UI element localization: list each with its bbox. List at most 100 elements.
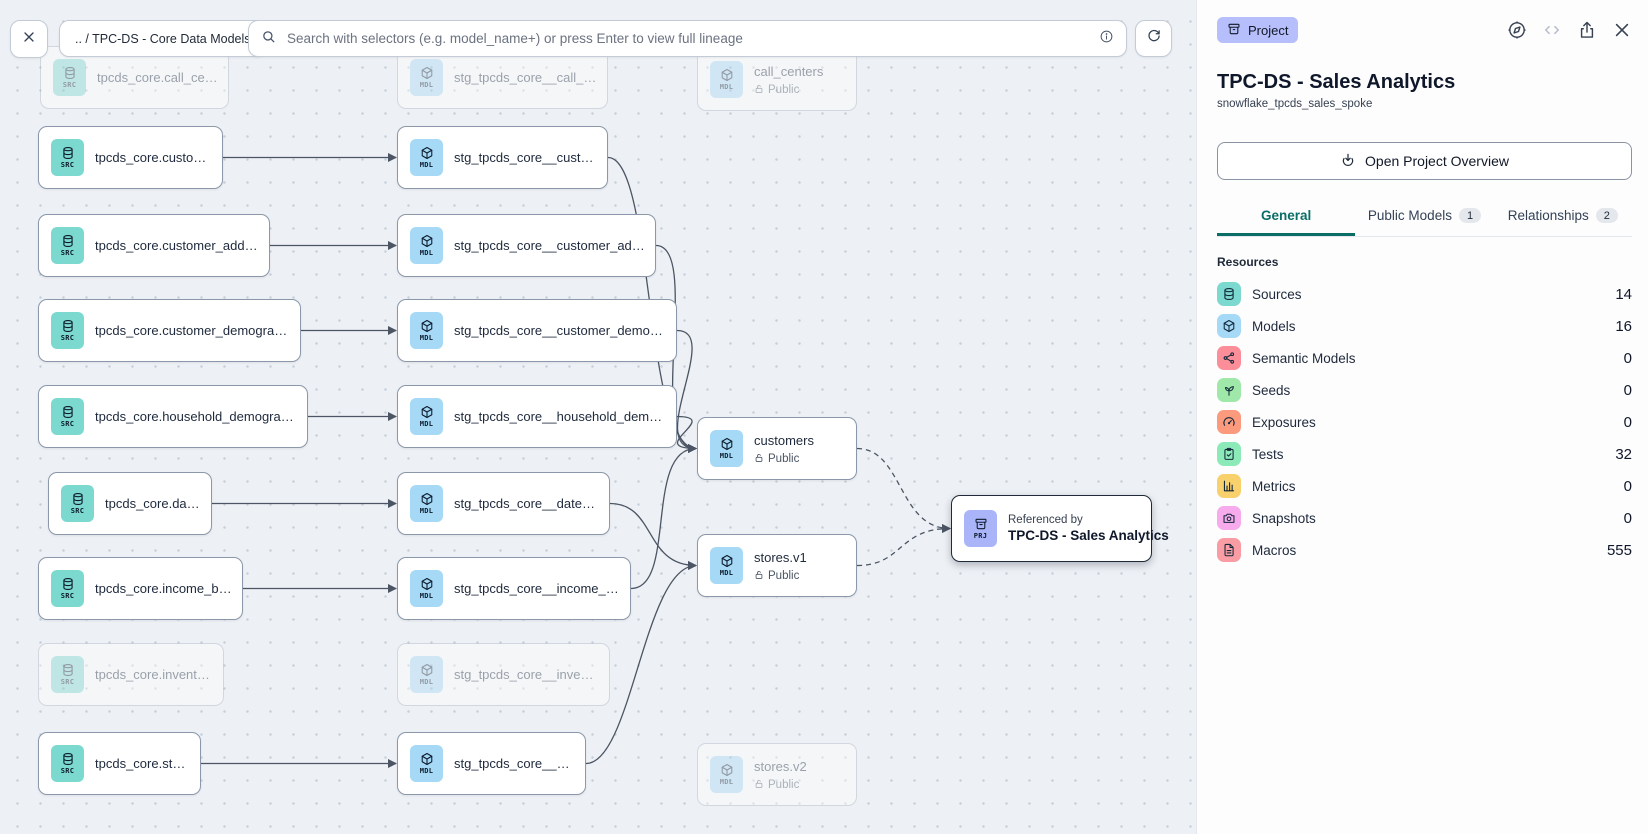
- resource-name: Exposures: [1252, 414, 1316, 430]
- database-icon: SRC: [51, 570, 84, 607]
- cube-icon: MDL: [710, 547, 743, 584]
- lineage-node-src-customer[interactable]: SRC tpcds_core.customer: [38, 126, 223, 189]
- resource-row-exposures[interactable]: Exposures 0: [1217, 406, 1632, 438]
- open-project-overview-button[interactable]: Open Project Overview: [1217, 142, 1632, 180]
- node-label: stg_tpcds_core__customer_demogra…: [454, 323, 666, 338]
- info-icon[interactable]: [1099, 29, 1114, 49]
- lock-open-icon: [754, 779, 764, 792]
- resource-row-macros[interactable]: Macros 555: [1217, 534, 1632, 566]
- resource-count: 16: [1615, 317, 1632, 335]
- node-label: stg_tpcds_core__household_demogr…: [454, 409, 666, 424]
- cube-icon: MDL: [410, 312, 443, 349]
- lock-open-icon: [754, 84, 764, 97]
- bar-chart-icon: [1217, 474, 1241, 498]
- lineage-node-stg-inventory[interactable]: MDL stg_tpcds_core__inventory: [397, 643, 610, 706]
- archive-box-icon: PRJ: [964, 510, 997, 547]
- node-label: tpcds_core.customer: [95, 150, 212, 165]
- refresh-lineage-button[interactable]: [1135, 20, 1172, 57]
- node-label: tpcds_core.inventory: [95, 667, 213, 682]
- node-label: tpcds_core.income_band: [95, 581, 232, 596]
- file-text-icon: [1217, 538, 1241, 562]
- lineage-node-src-date-dim[interactable]: SRC tpcds_core.date_dim: [48, 472, 212, 535]
- resource-count: 0: [1623, 413, 1632, 431]
- compass-icon[interactable]: [1507, 20, 1527, 40]
- database-icon: SRC: [51, 745, 84, 782]
- cube-icon: MDL: [410, 59, 443, 96]
- cube-icon: MDL: [710, 430, 743, 467]
- tab-count-badge: 2: [1595, 208, 1618, 223]
- breadcrumb-label: .. / TPC-DS - Core Data Models: [75, 31, 251, 46]
- database-icon: SRC: [51, 312, 84, 349]
- resource-name: Tests: [1252, 446, 1284, 462]
- lineage-node-stg-customer-demographics[interactable]: MDL stg_tpcds_core__customer_demogra…: [397, 299, 677, 362]
- tab-relationships[interactable]: Relationships 2: [1494, 198, 1632, 236]
- close-lineage-button[interactable]: [10, 20, 48, 58]
- lineage-edge: [856, 523, 952, 567]
- lineage-node-src-inventory[interactable]: SRC tpcds_core.inventory: [38, 643, 224, 706]
- resource-count: 0: [1623, 509, 1632, 527]
- project-schema-subtitle: snowflake_tpcds_sales_spoke: [1217, 98, 1373, 110]
- node-label: stores.v2: [754, 758, 807, 774]
- close-icon[interactable]: [1612, 20, 1632, 40]
- code-icon[interactable]: [1542, 20, 1562, 40]
- breadcrumb[interactable]: .. / TPC-DS - Core Data Models: [59, 20, 267, 57]
- tab-public-models[interactable]: Public Models 1: [1355, 198, 1493, 236]
- node-visibility: Public: [754, 453, 814, 466]
- cube-icon: MDL: [410, 656, 443, 693]
- database-icon: SRC: [61, 485, 94, 522]
- node-label: stores.v1: [754, 549, 807, 565]
- project-type-badge: Project: [1217, 17, 1299, 43]
- database-icon: SRC: [51, 139, 84, 176]
- resource-count: 32: [1615, 445, 1632, 463]
- search-bar[interactable]: [248, 20, 1127, 57]
- lineage-node-stg-customer[interactable]: MDL stg_tpcds_core__customer: [397, 126, 608, 189]
- tab-general[interactable]: General: [1217, 198, 1356, 236]
- resources-heading: Resources: [1217, 255, 1279, 269]
- node-label: tpcds_core.date_dim: [105, 496, 201, 511]
- node-label: stg_tpcds_core__date_dim: [454, 496, 599, 511]
- node-label: stg_tpcds_core__inventory: [454, 667, 599, 682]
- resource-count: 555: [1606, 541, 1632, 559]
- export-icon[interactable]: [1577, 20, 1597, 40]
- tab-count-badge: 1: [1458, 208, 1482, 223]
- node-label: tpcds_core.household_demographics: [95, 409, 297, 424]
- lineage-edge: [609, 502, 698, 571]
- database-icon: SRC: [51, 227, 84, 264]
- resource-name: Sources: [1252, 286, 1302, 302]
- lineage-edge: [676, 415, 698, 454]
- node-label: stg_tpcds_core__customer: [454, 150, 597, 165]
- cube-icon: MDL: [410, 139, 443, 176]
- resource-row-tests[interactable]: Tests 32: [1217, 438, 1632, 470]
- database-icon: SRC: [53, 59, 86, 96]
- database-icon: SRC: [51, 656, 84, 693]
- node-ref-label: Referenced by: [1008, 514, 1083, 526]
- resource-count: 0: [1623, 477, 1632, 495]
- cube-icon: MDL: [410, 745, 443, 782]
- resource-name: Macros: [1252, 542, 1297, 558]
- search-input[interactable]: [285, 30, 1090, 47]
- lineage-node-src-income-band[interactable]: SRC tpcds_core.income_band: [38, 557, 243, 620]
- refresh-icon: [1146, 28, 1162, 49]
